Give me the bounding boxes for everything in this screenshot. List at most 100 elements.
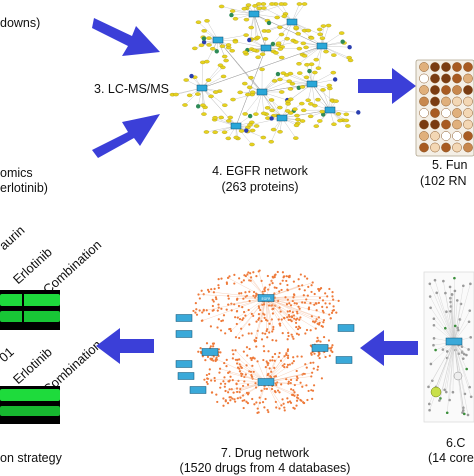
core-node: [454, 290, 457, 293]
functional-screen-plate: [416, 60, 474, 156]
drug-network-target: [312, 345, 328, 352]
drug-node: [255, 386, 257, 388]
drug-node: [310, 284, 312, 286]
drug-node: [264, 290, 266, 292]
drug-node: [287, 299, 289, 301]
network-node: [248, 76, 253, 79]
core-node: [462, 409, 465, 412]
drug-node: [232, 353, 234, 355]
plate-well: [463, 131, 472, 140]
drug-node: [272, 326, 274, 328]
drug-node: [304, 332, 306, 334]
drug-node: [241, 281, 243, 283]
network-node: [326, 24, 331, 27]
drug-node: [305, 384, 307, 386]
drug-node: [310, 329, 312, 331]
network-node: [302, 2, 307, 5]
step7-label-line1: 7. Drug network: [170, 446, 360, 461]
network-node: [192, 47, 197, 50]
drug-node: [243, 399, 245, 401]
network-node: [271, 128, 276, 131]
network-node: [226, 43, 231, 46]
drug-node: [296, 355, 298, 357]
network-node: [215, 49, 219, 53]
plate-well: [430, 108, 439, 117]
network-node: [244, 34, 249, 37]
drug-node: [237, 367, 239, 369]
drug-node: [271, 330, 273, 332]
drug-node: [231, 388, 233, 390]
network-node: [327, 87, 332, 90]
network-node: [269, 2, 274, 5]
drug-node: [317, 366, 319, 368]
drug-node: [328, 313, 330, 315]
drug-node: [235, 336, 237, 338]
drug-node: [236, 310, 238, 312]
network-node: [196, 104, 200, 108]
network-node: [218, 64, 223, 67]
drug-node: [322, 321, 324, 323]
network-hub-node: [325, 107, 335, 113]
drug-node: [233, 398, 235, 400]
drug-node: [208, 291, 210, 293]
drug-node: [203, 309, 205, 311]
drug-node: [252, 295, 254, 297]
core-node: [442, 280, 445, 283]
drug-node: [328, 339, 330, 341]
drug-node: [263, 303, 265, 305]
core-node: [430, 363, 433, 366]
drug-node: [283, 363, 285, 365]
drug-node: [225, 365, 227, 367]
plate-well: [419, 62, 428, 71]
step6-label-line2: (14 core: [428, 451, 474, 466]
drug-node: [294, 302, 296, 304]
network-node: [249, 143, 254, 146]
network-hub-node: [261, 45, 271, 51]
core-node: [465, 368, 468, 371]
network-node: [290, 82, 295, 85]
drug-node: [218, 278, 220, 280]
plate-well: [430, 97, 439, 106]
drug-node: [326, 306, 328, 308]
drug-node: [315, 327, 317, 329]
drug-node: [276, 381, 278, 383]
drug-node: [241, 367, 243, 369]
core-node: [445, 310, 448, 313]
drug-node: [299, 382, 301, 384]
network-node: [238, 91, 243, 94]
drug-node: [267, 409, 269, 411]
network-edge: [318, 46, 322, 68]
network-node: [282, 15, 287, 18]
drug-network-target: [336, 357, 352, 364]
drug-node: [265, 319, 267, 321]
drug-node: [201, 311, 203, 313]
drug-node: [267, 275, 269, 277]
drug-node: [268, 323, 270, 325]
network-node: [294, 26, 299, 29]
drug-node: [264, 333, 266, 335]
network-node: [299, 102, 304, 105]
step5-label-line2: (102 RN: [420, 174, 467, 189]
drug-node: [296, 311, 298, 313]
drug-node: [296, 370, 298, 372]
network-node: [281, 72, 286, 75]
drug-node: [207, 378, 209, 380]
drug-node: [203, 293, 205, 295]
drug-node: [246, 392, 248, 394]
drug-node: [223, 314, 225, 316]
drug-node: [275, 340, 277, 342]
core-node: [432, 344, 435, 347]
drug-node: [301, 355, 303, 357]
drug-node: [195, 308, 197, 310]
drug-node: [252, 271, 254, 273]
drug-node: [285, 354, 287, 356]
network-node: [254, 124, 259, 127]
drug-node: [312, 390, 314, 392]
drug-node: [242, 317, 244, 319]
drug-node: [243, 351, 245, 353]
network-node: [277, 106, 282, 109]
network-node: [312, 71, 317, 74]
drug-node: [311, 398, 313, 400]
network-node: [301, 109, 306, 112]
drug-node: [230, 330, 232, 332]
